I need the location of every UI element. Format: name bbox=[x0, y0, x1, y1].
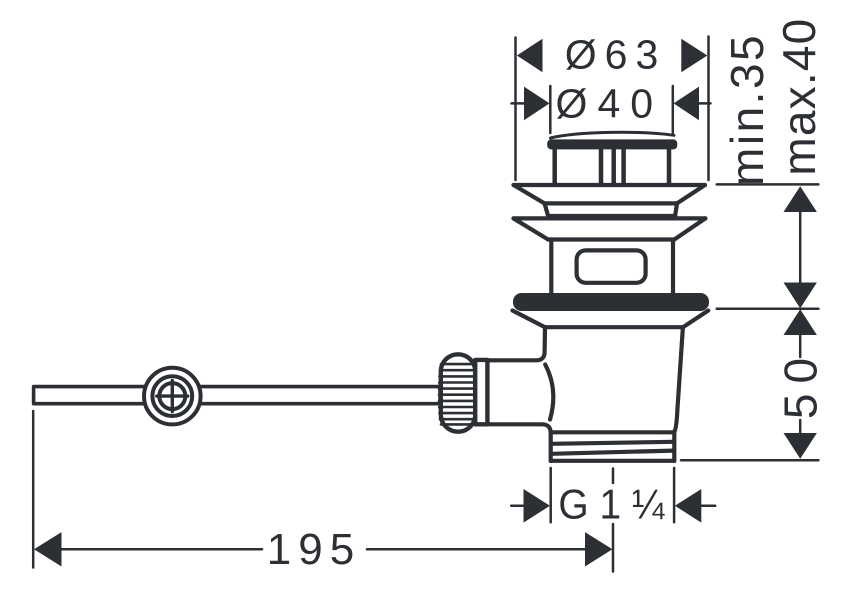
svg-text:G 1 ¼: G 1 ¼ bbox=[558, 481, 665, 528]
svg-text:195: 195 bbox=[267, 525, 361, 574]
svg-text:min.35: min.35 bbox=[721, 33, 773, 186]
svg-text:Ø63: Ø63 bbox=[565, 32, 667, 78]
svg-text:max.40: max.40 bbox=[773, 18, 825, 176]
svg-text:Ø40: Ø40 bbox=[556, 80, 664, 126]
svg-text:50: 50 bbox=[774, 348, 826, 419]
